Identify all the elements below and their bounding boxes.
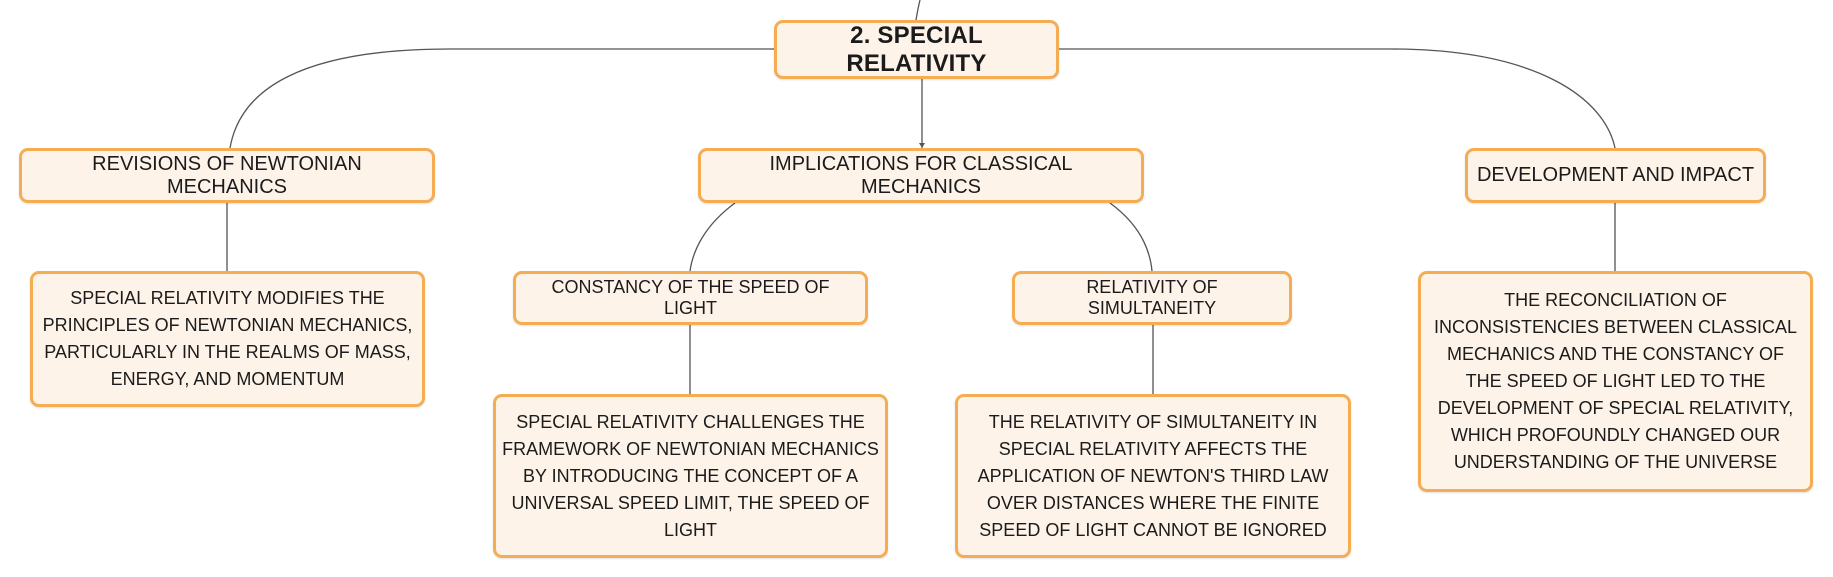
- connector-root-to-development: [1059, 48, 1616, 149]
- leaf-node-text: THE RECONCILIATION OF INCONSISTENCIES BE…: [1433, 290, 1798, 472]
- leaf-node-text: SPECIAL RELATIVITY CHALLENGES THE FRAMEW…: [502, 411, 879, 540]
- leaf-node-simultaneity[interactable]: THE RELATIVITY OF SIMULTANEITY IN SPECIA…: [955, 394, 1351, 558]
- connector-implications-to-simultaneity: [1109, 202, 1153, 272]
- branch-node-implications[interactable]: IMPLICATIONS FOR CLASSICAL MECHANICS: [698, 148, 1144, 203]
- connector-root-to-revisions: [229, 48, 774, 149]
- leaf-node-revisions[interactable]: SPECIAL RELATIVITY MODIFIES THE PRINCIPL…: [30, 271, 425, 407]
- branch-node-label: DEVELOPMENT AND IMPACT: [1476, 164, 1755, 186]
- branch-node-label: REVISIONS OF NEWTONIAN MECHANICS: [92, 152, 362, 198]
- branch-node-label: IMPLICATIONS FOR CLASSICAL MECHANICS: [769, 152, 1073, 198]
- leaf-node-development[interactable]: THE RECONCILIATION OF INCONSISTENCIES BE…: [1418, 271, 1813, 492]
- connector-implications-to-speed-of-light: [689, 202, 736, 272]
- leaf-node-text: THE RELATIVITY OF SIMULTANEITY IN SPECIA…: [977, 411, 1329, 540]
- branch-node-revisions[interactable]: REVISIONS OF NEWTONIAN MECHANICS: [19, 148, 435, 203]
- leaf-node-speed-of-light[interactable]: SPECIAL RELATIVITY CHALLENGES THE FRAMEW…: [493, 394, 888, 558]
- branch-node-development[interactable]: DEVELOPMENT AND IMPACT: [1465, 148, 1766, 203]
- connector-parent-to-root: [915, 0, 921, 21]
- sub-node-simultaneity[interactable]: RELATIVITY OF SIMULTANEITY: [1012, 271, 1292, 325]
- root-node-label: 2. SPECIAL RELATIVITY: [846, 21, 987, 77]
- sub-node-label: CONSTANCY OF THE SPEED OF LIGHT: [551, 277, 830, 318]
- leaf-node-text: SPECIAL RELATIVITY MODIFIES THE PRINCIPL…: [42, 288, 413, 389]
- sub-node-speed-of-light[interactable]: CONSTANCY OF THE SPEED OF LIGHT: [513, 271, 868, 325]
- root-node[interactable]: 2. SPECIAL RELATIVITY: [774, 20, 1059, 79]
- sub-node-label: RELATIVITY OF SIMULTANEITY: [1086, 277, 1218, 318]
